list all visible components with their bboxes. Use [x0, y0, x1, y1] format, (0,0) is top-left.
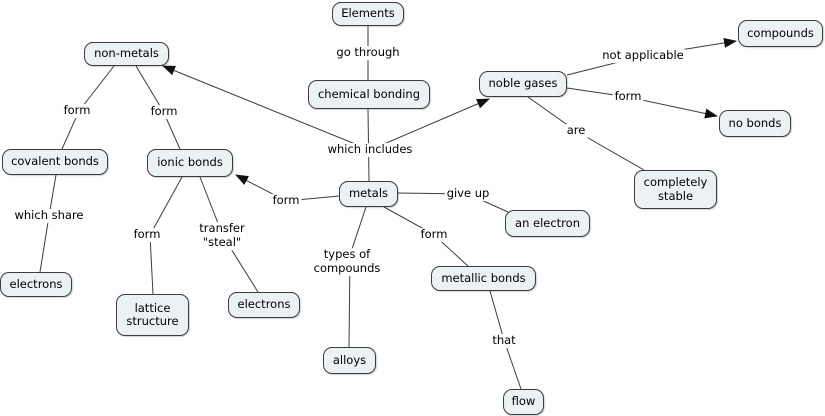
link-label-not-applicable[interactable]: not applicable — [600, 48, 686, 63]
link-label-go-through[interactable]: go through — [334, 45, 402, 60]
link-label-form-lattice[interactable]: form — [131, 227, 163, 242]
connection-which-includes-non-metals — [162, 65, 371, 151]
link-label-form-metallic[interactable]: form — [418, 227, 450, 242]
link-label-which-share[interactable]: which share — [12, 208, 86, 223]
link-label-that[interactable]: that — [490, 333, 518, 348]
concept-node-no-bonds[interactable]: no bonds — [719, 110, 791, 137]
concept-node-ionic-bonds[interactable]: ionic bonds — [147, 149, 233, 177]
concept-node-electrons-stolen[interactable]: electrons — [228, 292, 300, 318]
link-label-form-metals-ionic[interactable]: form — [270, 193, 302, 208]
link-label-form-no-bonds[interactable]: form — [612, 89, 644, 104]
link-label-form-covalent[interactable]: form — [61, 103, 93, 118]
link-label-are[interactable]: are — [564, 123, 588, 138]
concept-node-non-metals[interactable]: non-metals — [84, 42, 169, 66]
link-label-form-ionic[interactable]: form — [148, 104, 180, 119]
link-label-which-includes[interactable]: which includes — [325, 142, 415, 157]
concept-node-elements[interactable]: Elements — [332, 2, 404, 26]
connection-which-includes-noble-gases — [369, 98, 490, 151]
link-label-types-of-compounds[interactable]: types of compounds — [311, 247, 383, 276]
concept-node-metallic-bonds[interactable]: metallic bonds — [431, 266, 536, 291]
concept-node-compounds[interactable]: compounds — [738, 20, 823, 47]
link-label-give-up[interactable]: give up — [444, 186, 492, 201]
connection-metals-alloys — [348, 206, 367, 348]
concept-node-an-electron[interactable]: an electron — [505, 210, 590, 237]
concept-node-completely-stable[interactable]: completely stable — [634, 170, 717, 209]
concept-node-electrons-shared[interactable]: electrons — [0, 272, 72, 297]
concept-node-flow[interactable]: flow — [503, 389, 544, 415]
concept-node-noble-gases[interactable]: noble gases — [479, 71, 567, 97]
link-label-transfer-steal[interactable]: transfer "steal" — [197, 221, 247, 250]
concept-node-metals[interactable]: metals — [339, 181, 398, 207]
concept-node-alloys[interactable]: alloys — [323, 347, 376, 374]
concept-node-chemical-bonding[interactable]: chemical bonding — [308, 80, 430, 109]
concept-node-covalent-bonds[interactable]: covalent bonds — [2, 149, 108, 175]
connection-covalent-bonds-electrons — [39, 174, 57, 273]
concept-node-lattice-structure[interactable]: lattice structure — [116, 294, 189, 336]
